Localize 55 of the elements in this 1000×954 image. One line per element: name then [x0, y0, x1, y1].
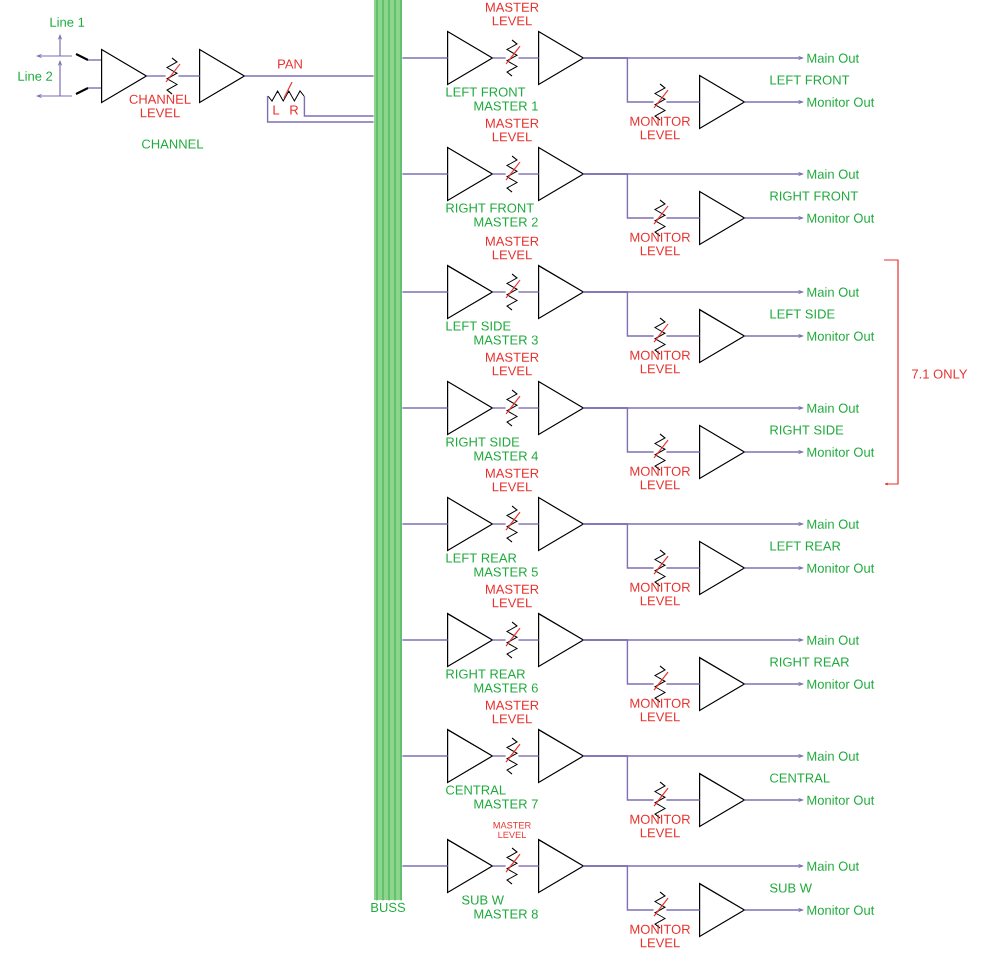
- signal-line: [665, 683, 701, 685]
- signal-line: [517, 865, 540, 867]
- signal-line: [266, 95, 375, 123]
- signal-line: [243, 75, 375, 77]
- signal-line: [401, 57, 449, 59]
- signal-line: [582, 639, 655, 685]
- signal-line: [177, 75, 201, 77]
- signal-line: [401, 755, 449, 757]
- signal-line: [517, 291, 540, 293]
- signal-line: [491, 173, 507, 175]
- signal-line: [491, 755, 507, 757]
- signal-line: [491, 291, 507, 293]
- potentiometer-symbol: [505, 273, 521, 311]
- signal-line: [517, 755, 540, 757]
- signal-line: [517, 57, 540, 59]
- signal-line: [665, 567, 701, 569]
- potentiometer-symbol: [505, 505, 521, 543]
- signal-line: [491, 639, 507, 641]
- signal-line: [401, 291, 449, 293]
- signal-line: [401, 639, 449, 641]
- signal-line: [517, 173, 540, 175]
- signal-line: [517, 407, 540, 409]
- signal-line: [582, 173, 655, 219]
- signal-line: [582, 57, 655, 103]
- signal-line: [401, 173, 449, 175]
- potentiometer-symbol: [165, 57, 181, 95]
- signal-line: [582, 291, 655, 337]
- signal-line: [491, 865, 507, 867]
- signal-line: [665, 217, 701, 219]
- potentiometer-symbol: [267, 81, 305, 102]
- potentiometer-symbol: [505, 389, 521, 427]
- signal-line: [517, 639, 540, 641]
- signal-line: [145, 75, 167, 77]
- potentiometer-symbol: [505, 39, 521, 77]
- signal-line: [517, 523, 540, 525]
- signal-line: [491, 407, 507, 409]
- potentiometer-symbol: [505, 847, 521, 885]
- signal-line: [491, 523, 507, 525]
- signal-line: [665, 451, 701, 453]
- signal-line: [582, 865, 655, 911]
- potentiometer-symbol: [505, 737, 521, 775]
- signal-line: [582, 755, 655, 801]
- signal-line: [582, 407, 655, 453]
- potentiometer-symbol: [505, 155, 521, 193]
- signal-line: [401, 407, 449, 409]
- signal-line: [401, 523, 449, 525]
- signal-line: [582, 523, 655, 569]
- signal-line: [401, 865, 449, 867]
- signal-line: [665, 799, 701, 801]
- potentiometer-symbol: [505, 621, 521, 659]
- signal-line: [665, 101, 701, 103]
- signal-line: [491, 57, 507, 59]
- signal-line: [665, 909, 701, 911]
- signal-line: [665, 335, 701, 337]
- signal-line: [303, 95, 375, 117]
